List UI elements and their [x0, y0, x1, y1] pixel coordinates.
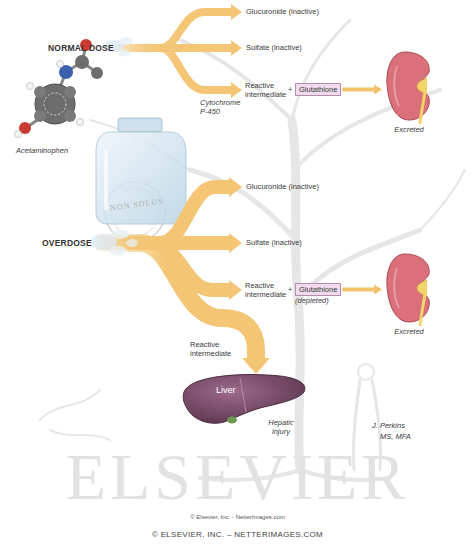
metabolite-label: Glucuronide (inactive): [246, 7, 319, 16]
flow-arrow: [342, 85, 382, 95]
reaction-box: Glutathione(depleted): [295, 283, 341, 305]
metabolite-label: Glucuronide (inactive): [246, 182, 319, 191]
kidney: Excreted: [383, 250, 435, 342]
copyright-note: © ELSEVIER, INC. – NETTERIMAGES.COM: [152, 530, 323, 540]
reaction-box: Glutathione: [295, 83, 341, 96]
liver-illustration: [180, 370, 310, 450]
metabolic-flow-overdose: [91, 177, 270, 374]
flow-arrow: [342, 285, 382, 295]
artist-signature: J. Perkins: [372, 421, 405, 430]
metabolite-label: Sulfate (inactive): [246, 43, 302, 52]
plus-sign: +: [288, 285, 292, 294]
dose-heading: OVERDOSE: [42, 238, 92, 248]
organ-name: Liver: [216, 385, 236, 396]
liver: LiverHepatic injury: [180, 370, 310, 450]
drug-name: Acetaminophen: [16, 146, 68, 155]
tree-watermark: [40, 20, 465, 480]
molecule-model: [15, 39, 104, 138]
kidney-illustration: [383, 48, 435, 124]
metabolic-flow-normal: [104, 4, 242, 98]
organ-caption: Excreted: [383, 125, 435, 134]
copyright-note: © Elsevier, Inc. - NetterImages.com: [190, 514, 284, 521]
metabolite-label: Reactive intermediate: [245, 281, 287, 299]
dose-heading: NORMAL DOSE: [48, 43, 114, 53]
organ-caption: Hepatic injury: [260, 418, 302, 436]
metabolite-label: Sulfate (inactive): [246, 238, 302, 247]
pill-bottle: [96, 118, 186, 224]
artist-credentials: MS, MFA: [380, 432, 411, 441]
organ-caption: Excreted: [383, 327, 435, 336]
metabolite-label: Reactive intermediate: [245, 81, 287, 99]
metabolite-label: Reactive intermediate: [190, 340, 236, 358]
reaction-box-text: Glutathione: [295, 283, 341, 296]
reaction-box-text: Glutathione: [295, 83, 341, 96]
box-note: (depleted): [295, 296, 329, 305]
enzyme-label: Cytochrome P-450: [200, 98, 244, 116]
watermark: ELSEVIER: [66, 444, 410, 510]
kidney: Excreted: [383, 48, 435, 140]
plus-sign: +: [288, 85, 292, 94]
kidney-illustration: [383, 250, 435, 326]
